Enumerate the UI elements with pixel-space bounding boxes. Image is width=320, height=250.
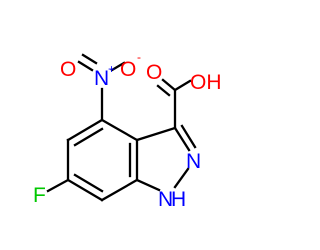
- oxygen-nitro-left-label: O: [60, 58, 76, 81]
- bond-n2-n1: [173, 167, 190, 189]
- oxygen-nitro-right-label: O: [120, 58, 136, 81]
- fluorine-label: F: [33, 184, 46, 207]
- bond-c4-c5-inner: [73, 127, 104, 147]
- bond-c3-n2: [173, 126, 191, 152]
- nitro-plus-charge-label: +: [108, 62, 115, 76]
- bond-nitro-n-o-left-double: [81, 53, 98, 65]
- nitrogen-nh-label: N: [158, 188, 173, 211]
- bond-nitro-n-o-left: [77, 60, 94, 72]
- bond-c4-c5: [66, 118, 104, 142]
- atom-labels: O N + O - O OH N N H F: [33, 50, 222, 211]
- oxygen-carboxyl-label: O: [146, 61, 162, 84]
- bond-c7-c7a: [100, 178, 139, 202]
- bond-n1-c7a: [135, 178, 161, 192]
- molecule-diagram: O N + O - O OH N N H F: [33, 50, 222, 211]
- bond-nitro-n-o-right: [110, 61, 126, 72]
- bond-c3-n2-double: [180, 124, 197, 149]
- bond-c3a-c4: [100, 118, 139, 142]
- hydrogen-nh-label: H: [171, 188, 186, 211]
- bonds: [46, 53, 197, 202]
- bond-c3a-c3: [135, 126, 177, 142]
- nitrogen-ring-label: N: [186, 150, 201, 173]
- bond-carboxyl-c-o: [161, 78, 177, 92]
- nitro-minus-charge-label: -: [137, 50, 141, 64]
- nitrogen-nitro-label: N: [94, 67, 109, 90]
- bond-c6-fluorine: [46, 178, 70, 193]
- molecule-structure-canvas: O N + O - O OH N N H F: [33, 50, 222, 211]
- bond-c6-c7-inner: [73, 173, 104, 193]
- bond-carboxyl-c-o-double: [156, 84, 171, 97]
- bond-carboxyl-c-oh: [173, 79, 192, 92]
- bond-c6-c7: [66, 178, 104, 202]
- hydroxyl-label: OH: [190, 71, 222, 94]
